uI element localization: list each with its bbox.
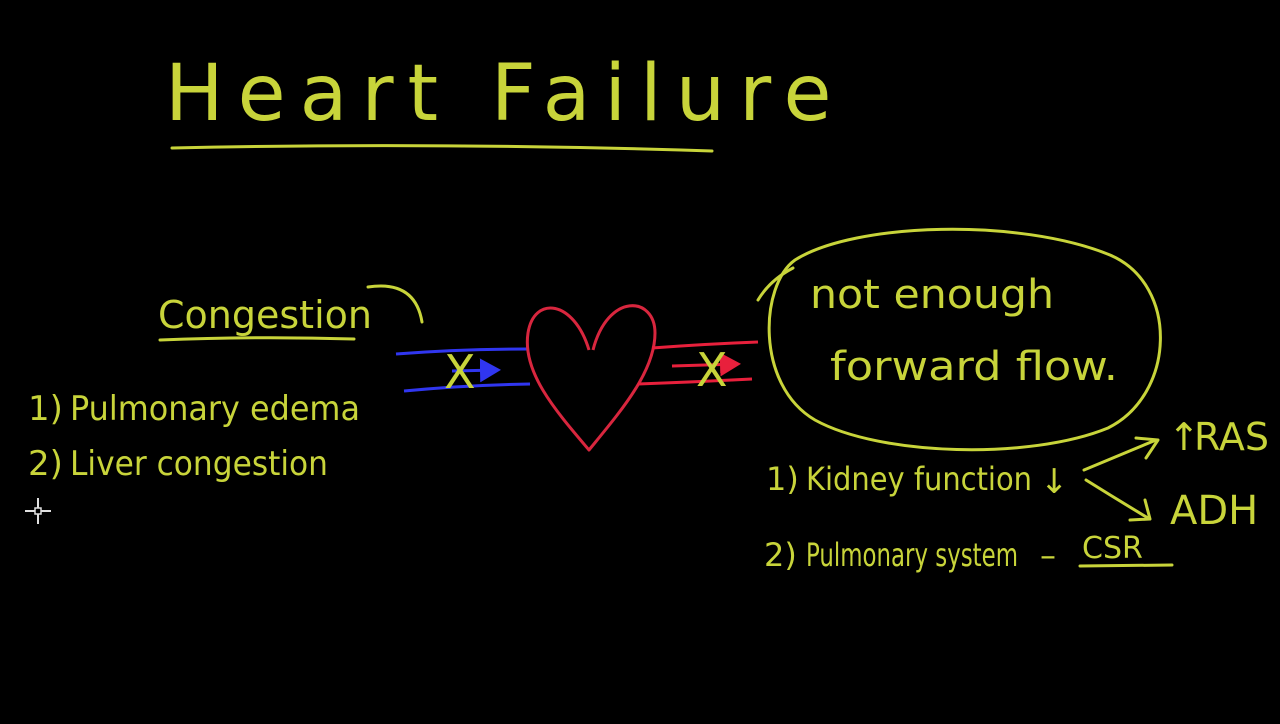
bubble-line-1: not enough xyxy=(810,272,1054,318)
congestion-heading: Congestion xyxy=(158,293,372,337)
congestion-underline xyxy=(158,336,356,342)
heart-shape xyxy=(525,304,657,452)
outflow-block-mark: X xyxy=(696,343,728,397)
decrease-arrow: ↓ xyxy=(1040,462,1069,502)
bubble-line-2: forward flow. xyxy=(830,344,1118,390)
outcome-ras-prefix: ↑ xyxy=(1168,415,1200,459)
forward-item-2-dash: – xyxy=(1040,536,1056,574)
forward-item-1-text: Kidney function xyxy=(806,460,1032,498)
congestion-item-1-num: 1) xyxy=(28,389,63,429)
congestion-item-2-text: Liver congestion xyxy=(70,444,328,484)
branch-arrow-adh xyxy=(1084,478,1152,522)
branch-arrow-ras xyxy=(1082,436,1160,472)
congestion-connector xyxy=(366,284,424,324)
crosshair-cursor-icon xyxy=(25,498,51,524)
forward-item-2-term: CSR xyxy=(1082,531,1143,566)
congestion-item-1-text: Pulmonary edema xyxy=(70,389,360,429)
forward-item-2-num: 2) xyxy=(764,536,797,574)
outcome-ras: RAS xyxy=(1194,415,1269,459)
csr-underline xyxy=(1078,563,1174,568)
title-underline xyxy=(170,144,714,153)
forward-flow-bubble xyxy=(767,227,1162,452)
forward-item-1-num: 1) xyxy=(766,460,799,498)
page-title: Heart Failure xyxy=(165,49,846,139)
inflow-block-mark: X xyxy=(444,345,476,399)
bubble-tail xyxy=(756,266,795,302)
congestion-item-2-num: 2) xyxy=(28,444,63,484)
forward-item-2-text: Pulmonary system xyxy=(806,536,1018,574)
outflow-vessel xyxy=(637,340,759,386)
outcome-adh: ADH xyxy=(1170,488,1258,534)
inflow-vessel xyxy=(395,347,531,393)
